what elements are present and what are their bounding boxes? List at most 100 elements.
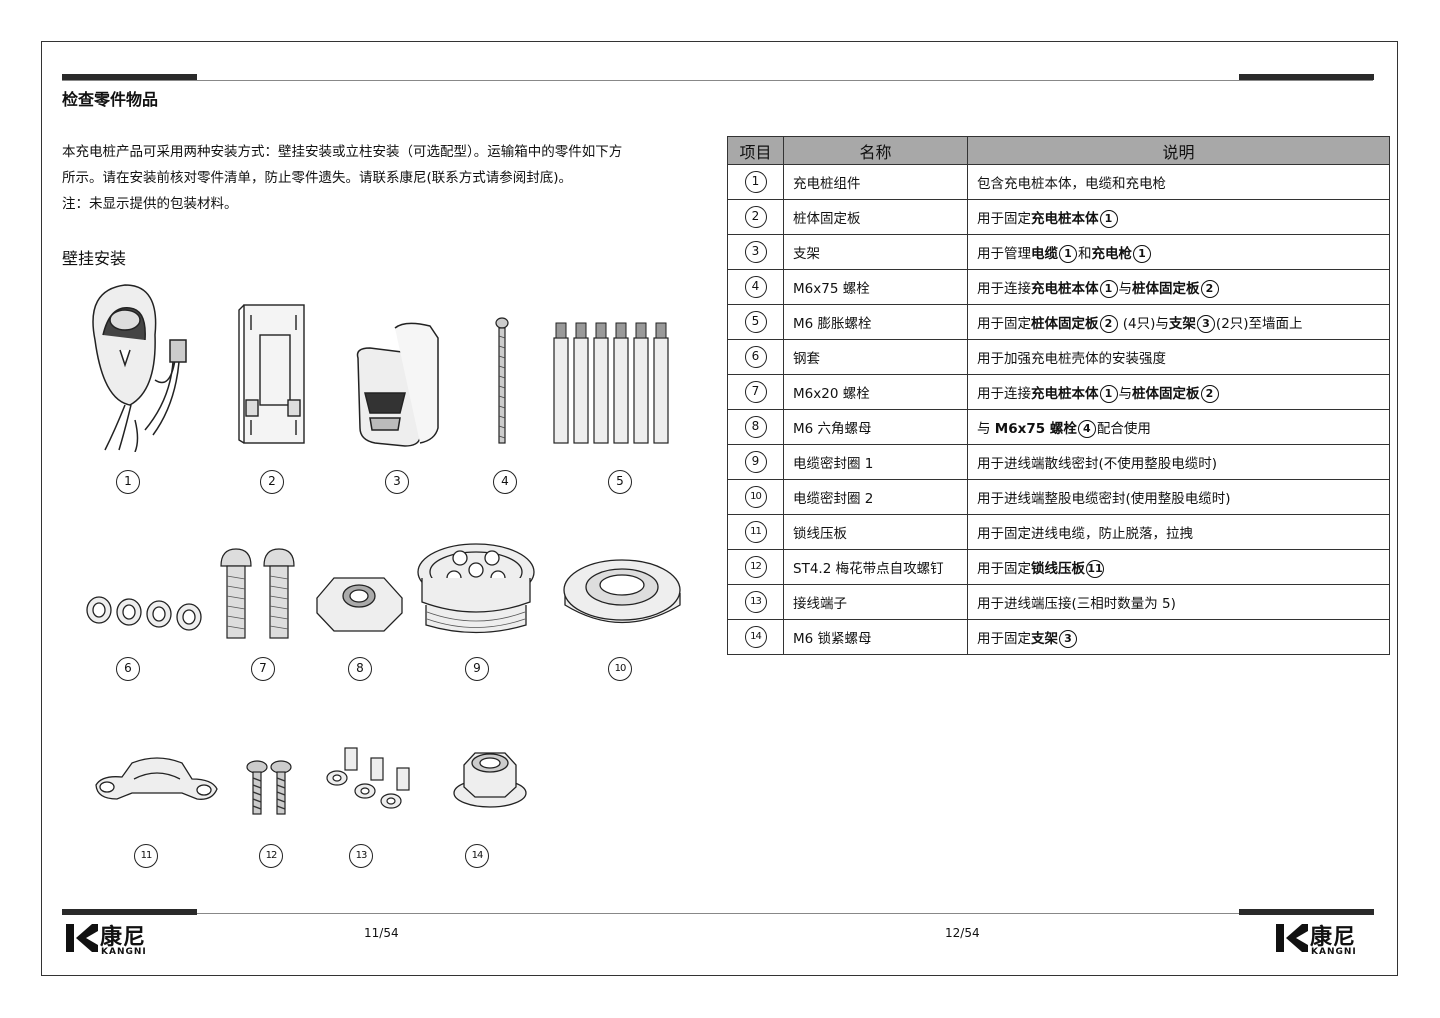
- intro-line: 注：未显示提供的包装材料。: [62, 196, 238, 212]
- item-description: 用于加强充电桩壳体的安装强度: [967, 339, 1390, 375]
- item-number: 12: [744, 556, 767, 578]
- cable-seal-2-illustration: [563, 559, 681, 624]
- figure-label: 10: [608, 657, 632, 681]
- logo-text-cn: 康尼: [100, 925, 147, 950]
- item-reference: 1: [1133, 244, 1151, 263]
- item-name: M6 锁紧螺母: [783, 619, 968, 655]
- description-text: 用于连接: [977, 385, 1031, 402]
- description-text: (2只)至墙面上: [1215, 315, 1303, 332]
- figure-label: 2: [260, 470, 284, 494]
- item-name: M6x20 螺栓: [783, 374, 968, 410]
- item-number-cell: 2: [727, 199, 784, 235]
- item-reference: 11: [1086, 559, 1104, 578]
- description-emphasis: 桩体固定板: [1132, 385, 1200, 402]
- bolts-m6x20-illustration: [220, 548, 295, 639]
- description-text: 与: [1118, 280, 1133, 297]
- item-number: 8: [744, 416, 767, 438]
- description-emphasis: 充电桩本体: [1031, 280, 1099, 297]
- description-emphasis: 锁线压板: [1031, 560, 1085, 577]
- footer-bar-left: [62, 909, 197, 915]
- figure-label: 9: [465, 657, 489, 681]
- figure-label: 11: [134, 844, 158, 868]
- item-number: 2: [744, 206, 767, 228]
- intro-text: 本充电桩产品可采用两种安装方式：壁挂安装或立柱安装（可选配型）。运输箱中的零件如…: [62, 139, 712, 217]
- description-text: 包含充电桩本体，电缆和充电枪: [977, 176, 1166, 192]
- bracket-illustration: [356, 322, 439, 447]
- charger-assembly-illustration: [92, 284, 187, 452]
- item-name: M6 膨胀螺栓: [783, 304, 968, 340]
- item-name: 充电桩组件: [783, 164, 968, 200]
- item-description: 包含充电桩本体，电缆和充电枪: [967, 164, 1390, 200]
- item-number-cell: 13: [727, 584, 784, 620]
- figure-label: 5: [608, 470, 632, 494]
- footer-bar-right: [1239, 909, 1374, 915]
- table-header-row: 项目 名称 说明: [727, 136, 1390, 165]
- company-logo-left: 康尼 KANGNI: [64, 919, 164, 959]
- item-number-cell: 9: [727, 444, 784, 480]
- item-number: 11: [744, 521, 767, 543]
- description-emphasis: 桩体固定板: [1132, 280, 1200, 297]
- lock-nut-illustration: [453, 752, 527, 808]
- item-number-cell: 6: [727, 339, 784, 375]
- kangni-logo-icon: [66, 924, 98, 952]
- item-name: 钢套: [783, 339, 968, 375]
- description-text: 用于固定进线电缆，防止脱落，拉拽: [977, 526, 1193, 542]
- description-text: 用于连接: [977, 280, 1031, 297]
- bolt-m6x75-illustration: [495, 317, 509, 444]
- self-tapping-screws-illustration: [246, 760, 292, 815]
- terminals-illustration: [326, 747, 410, 809]
- item-reference: 4: [1077, 419, 1096, 438]
- item-number: 5: [744, 311, 767, 333]
- company-logo-right: 康尼 KANGNI: [1274, 919, 1374, 959]
- page-number-right: 12/54: [945, 926, 980, 940]
- column-header: 名称: [783, 136, 968, 165]
- intro-line: 所示。请在安装前核对零件清单，防止零件遗失。请联系康尼(联系方式请参阅封底)。: [62, 170, 573, 186]
- logo-text-cn: 康尼: [1310, 925, 1357, 950]
- header-rule: [62, 80, 1373, 81]
- description-emphasis: 电缆: [1031, 245, 1058, 262]
- description-emphasis: 桩体固定板: [1031, 315, 1099, 332]
- item-number: 13: [744, 591, 767, 613]
- kangni-logo-icon: [1276, 924, 1308, 952]
- cable-seal-1-illustration: [417, 543, 535, 634]
- hex-nut-illustration: [316, 577, 403, 632]
- item-number-cell: 4: [727, 269, 784, 305]
- figure-label: 1: [116, 470, 140, 494]
- description-text: 与: [977, 420, 995, 437]
- logo-text-en: KANGNI: [1311, 947, 1357, 957]
- item-reference: 1: [1099, 384, 1118, 403]
- description-emphasis: 充电桩本体: [1031, 385, 1099, 402]
- description-text: 用于进线端压接(三相时数量为 5): [977, 596, 1176, 612]
- item-number: 4: [744, 276, 767, 298]
- cable-clamp-illustration: [95, 757, 218, 800]
- item-description: 用于固定进线电缆，防止脱落，拉拽: [967, 514, 1390, 550]
- item-description: 用于进线端整股电缆密封(使用整股电缆时): [967, 479, 1390, 515]
- description-text: 用于进线端整股电缆密封(使用整股电缆时): [977, 491, 1231, 507]
- column-header: 项目: [727, 136, 784, 165]
- figure-label: 12: [259, 844, 283, 868]
- description-text: (4只)与: [1118, 315, 1169, 332]
- description-text: 用于管理: [977, 245, 1031, 262]
- page-number-left: 11/54: [364, 926, 399, 940]
- expansion-bolts-illustration: [553, 322, 669, 444]
- item-number: 14: [744, 626, 767, 648]
- item-reference: 3: [1196, 314, 1215, 333]
- item-reference: 3: [1059, 629, 1077, 648]
- figure-label: 6: [116, 657, 140, 681]
- description-text: 与: [1118, 385, 1133, 402]
- figure-label: 14: [465, 844, 489, 868]
